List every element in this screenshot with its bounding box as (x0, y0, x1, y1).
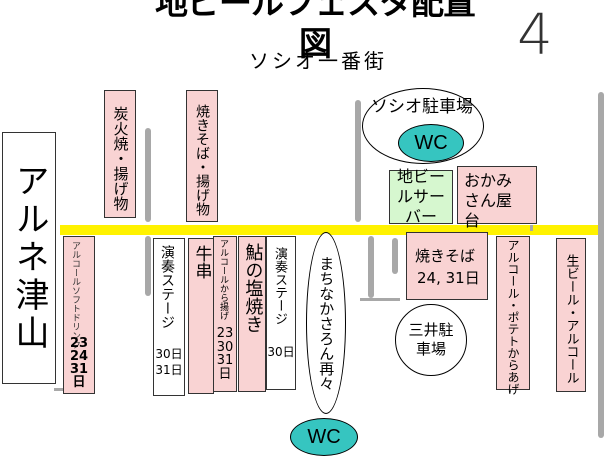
stall-label: 炭火焼・揚げ物 (111, 105, 130, 211)
stage-dates: 30日 (267, 345, 295, 359)
stall-label: アルコールソフトドリンク (70, 241, 80, 349)
stage-label: 演奏ステージ (272, 247, 287, 325)
separator-line (355, 100, 361, 222)
stall-nama-beer: 生ビール・アルコール (556, 238, 586, 392)
stall-potato-karaage: アルコール・ポテトからあげ (496, 236, 530, 395)
stall-alcohol-soft-drink: アルコールソフトドリンク 23 24 31 日 (63, 236, 95, 394)
stall-label: おかみさん屋台 (464, 171, 513, 230)
separator-line (530, 225, 533, 231)
separator-line (392, 238, 398, 274)
parking-label: 三井駐車場 (408, 320, 454, 359)
separator-line (360, 298, 400, 301)
stall-label: 生ビール・アルコール (563, 254, 579, 384)
stall-label: アルコールから揚げ (218, 239, 228, 320)
separator-line (368, 236, 374, 298)
mitsui-parking: 三井駐車場 (395, 304, 467, 376)
separator-line (145, 128, 151, 222)
separator-line (54, 388, 66, 391)
stall-charcoal-grill: 炭火焼・揚げ物 (104, 90, 136, 218)
stall-label: 牛串 (191, 245, 212, 279)
stall-label: 鮎の塩焼き (242, 243, 264, 333)
stage-label: 演奏ステージ (159, 245, 175, 329)
right-edge-line (598, 92, 604, 438)
stall-karaage: アルコールから揚げ 23 30 31 日 (213, 236, 237, 392)
stage-performance-right: 演奏ステージ 30日 (266, 236, 296, 390)
building-label: アルネ津山 (9, 163, 49, 353)
street (60, 225, 598, 235)
stall-ayu: 鮎の塩焼き (238, 236, 266, 392)
stall-label: 焼きそば・揚げ物 (194, 104, 210, 216)
wc-icon: WC (398, 124, 464, 162)
stall-gyukushi: 牛串 (188, 238, 214, 394)
salon-label: まちなかさろん再々 (317, 255, 336, 391)
stall-beer-server: 地ビールサーバー (389, 167, 453, 226)
stall-yakisoba-upper: 焼きそば・揚げ物 (186, 90, 218, 222)
page-title: 地ビールフェスタ配置図 (155, 0, 476, 63)
stall-label: 焼きそば (415, 247, 476, 265)
stall-dates: 23 24 31 日 (69, 336, 89, 390)
stall-yakisoba-lower: 焼きそば 24, 31日 (406, 232, 488, 300)
machinaka-salon: まちなかさろん再々 (306, 232, 346, 414)
stall-label: アルコール・ポテトからあげ (506, 239, 520, 395)
stall-okami-san: おかみさん屋台 (457, 166, 537, 230)
stall-dates: 24, 31日 (417, 269, 480, 287)
separator-line (145, 236, 151, 296)
page-number: 4 (517, 3, 553, 68)
stall-dates: 23 30 31 日 (216, 326, 234, 382)
street-name: ソシオ一番街 (249, 48, 387, 73)
socio-parking-label: ソシオ駐車場 (371, 97, 473, 118)
building-arune-tsuyama: アルネ津山 (2, 132, 56, 384)
stage-performance-left: 演奏ステージ 30日 31日 (153, 238, 185, 396)
stage-dates: 30日 31日 (155, 347, 183, 377)
wc-icon: WC (290, 418, 358, 456)
